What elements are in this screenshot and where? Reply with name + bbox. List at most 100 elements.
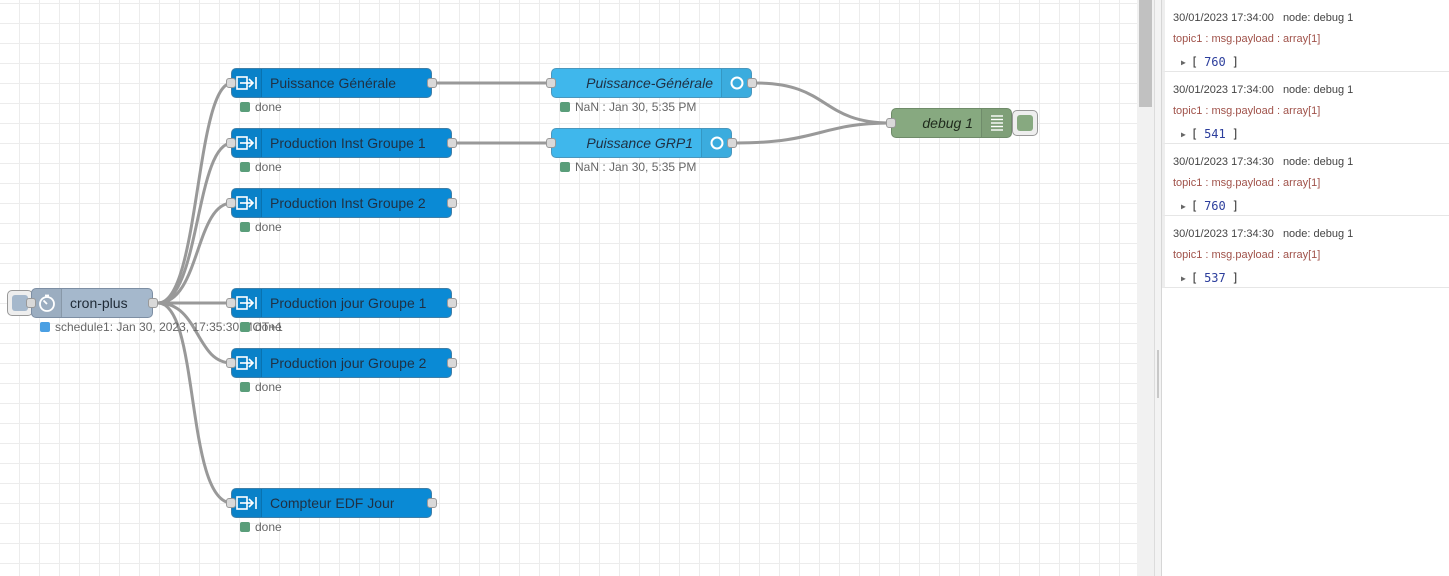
link-node-production-jour-groupe-1[interactable]: Production jour Groupe 1: [226, 288, 457, 318]
output-port[interactable]: [427, 78, 437, 88]
link-node-puissance-generale[interactable]: Puissance Générale: [226, 68, 437, 98]
input-port[interactable]: [226, 78, 236, 88]
link-out-icon: [232, 489, 262, 517]
link-out-icon: [232, 349, 262, 377]
input-port[interactable]: [26, 298, 36, 308]
debug-timestamp: 30/01/2023 17:34:00: [1173, 12, 1274, 24]
node-status: done: [240, 220, 282, 234]
debug-topic: topic1 : msg.payload : array[1]: [1173, 177, 1321, 189]
node-status: done: [240, 100, 282, 114]
node-status: done: [240, 380, 282, 394]
input-port[interactable]: [226, 358, 236, 368]
status-dot: [40, 322, 50, 332]
debug-message: 30/01/2023 17:34:00 node: debug 1 topic1 …: [1162, 0, 1449, 72]
node-status: NaN : Jan 30, 5:35 PM: [560, 160, 696, 174]
link-node-compteur-edf-jour[interactable]: Compteur EDF Jour: [226, 488, 437, 518]
input-port[interactable]: [546, 78, 556, 88]
link-node-production-inst-groupe-1[interactable]: Production Inst Groupe 1: [226, 128, 457, 158]
debug-node[interactable]: debug 1: [886, 108, 1012, 138]
gauge-icon: [721, 69, 751, 97]
debug-message: 30/01/2023 17:34:30 node: debug 1 topic1 …: [1162, 144, 1449, 216]
link-node-production-jour-groupe-2[interactable]: Production jour Groupe 2: [226, 348, 457, 378]
debug-payload[interactable]: ▶[760]: [1181, 199, 1239, 213]
link-out-icon: [232, 289, 262, 317]
node-status: schedule1: Jan 30, 2023, 17:35:30 MOT+1: [40, 320, 283, 334]
link-out-icon: [232, 129, 262, 157]
debug-message-meta: 30/01/2023 17:34:30 node: debug 1: [1173, 156, 1353, 168]
expand-caret-icon[interactable]: ▶: [1181, 130, 1186, 139]
node-label: Puissance Générale: [270, 75, 397, 91]
node-label: cron-plus: [70, 295, 128, 311]
node-label: debug 1: [922, 115, 973, 131]
list-icon: [981, 109, 1011, 137]
input-port[interactable]: [226, 498, 236, 508]
output-port[interactable]: [447, 358, 457, 368]
output-port[interactable]: [447, 298, 457, 308]
debug-timestamp: 30/01/2023 17:34:30: [1173, 156, 1274, 168]
debug-topic: topic1 : msg.payload : array[1]: [1173, 105, 1321, 117]
link-out-icon: [232, 189, 262, 217]
node-label: Production Inst Groupe 1: [270, 135, 426, 151]
debug-message: 30/01/2023 17:34:00 node: debug 1 topic1 …: [1162, 72, 1449, 144]
link-node-production-inst-groupe-2[interactable]: Production Inst Groupe 2: [226, 188, 457, 218]
debug-message-meta: 30/01/2023 17:34:00 node: debug 1: [1173, 84, 1353, 96]
splitter-grip[interactable]: [1157, 350, 1159, 398]
wire[interactable]: [157, 141, 233, 305]
debug-topic: topic1 : msg.payload : array[1]: [1173, 33, 1321, 45]
debug-payload[interactable]: ▶[537]: [1181, 271, 1239, 285]
expand-caret-icon[interactable]: ▶: [1181, 274, 1186, 283]
cron-plus-node[interactable]: cron-plus: [26, 288, 158, 318]
status-dot: [240, 382, 250, 392]
status-dot: [240, 322, 250, 332]
output-port[interactable]: [427, 498, 437, 508]
input-port[interactable]: [886, 118, 896, 128]
wire[interactable]: [157, 81, 233, 305]
debug-payload[interactable]: ▶[541]: [1181, 127, 1239, 141]
debug-timestamp: 30/01/2023 17:34:00: [1173, 84, 1274, 96]
input-port[interactable]: [226, 138, 236, 148]
expand-caret-icon[interactable]: ▶: [1181, 202, 1186, 211]
flow-workspace[interactable]: cron-plus schedule1: Jan 30, 2023, 17:35…: [0, 0, 1137, 576]
debug-node-link[interactable]: node: debug 1: [1282, 156, 1354, 168]
expand-caret-icon[interactable]: ▶: [1181, 58, 1186, 67]
debug-toggle-button[interactable]: [1012, 110, 1038, 136]
output-port[interactable]: [747, 78, 757, 88]
gauge-icon: [701, 129, 731, 157]
node-label: Production jour Groupe 1: [270, 295, 427, 311]
sidebar-splitter[interactable]: [1154, 0, 1161, 576]
output-port[interactable]: [727, 138, 737, 148]
wire[interactable]: [735, 121, 892, 145]
output-port[interactable]: [148, 298, 158, 308]
input-port[interactable]: [546, 138, 556, 148]
gauge-node-puissance-grp1[interactable]: Puissance GRP1: [546, 128, 737, 158]
workspace-vertical-scrollbar[interactable]: [1137, 0, 1154, 576]
node-status: NaN : Jan 30, 5:35 PM: [560, 100, 696, 114]
node-status: done: [240, 160, 282, 174]
status-dot: [240, 162, 250, 172]
gauge-node-puissance-generale[interactable]: Puissance-Générale: [546, 68, 757, 98]
wire[interactable]: [157, 201, 233, 305]
input-port[interactable]: [226, 198, 236, 208]
timer-icon: [32, 289, 62, 317]
scrollbar-thumb[interactable]: [1139, 0, 1152, 107]
node-status: done: [240, 520, 282, 534]
status-dot: [240, 522, 250, 532]
node-status: done: [240, 320, 282, 334]
wire[interactable]: [755, 81, 892, 125]
status-dot: [240, 222, 250, 232]
status-dot: [560, 162, 570, 172]
node-label: Puissance GRP1: [586, 135, 693, 151]
debug-sidebar: 30/01/2023 17:34:00 node: debug 1 topic1 …: [1161, 0, 1449, 576]
debug-node-link[interactable]: node: debug 1: [1282, 228, 1354, 240]
output-port[interactable]: [447, 198, 457, 208]
debug-node-link[interactable]: node: debug 1: [1282, 12, 1354, 24]
node-label: Compteur EDF Jour: [270, 495, 395, 511]
node-label: Production jour Groupe 2: [270, 355, 427, 371]
debug-payload[interactable]: ▶[760]: [1181, 55, 1239, 69]
input-port[interactable]: [226, 298, 236, 308]
link-out-icon: [232, 69, 262, 97]
debug-node-link[interactable]: node: debug 1: [1282, 84, 1354, 96]
output-port[interactable]: [447, 138, 457, 148]
